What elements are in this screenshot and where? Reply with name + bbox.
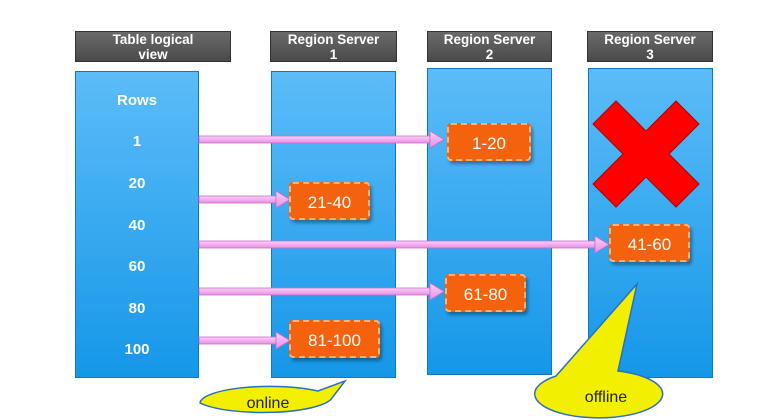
- rows-heading: Rows: [116, 92, 157, 109]
- offline-label: offline: [584, 389, 628, 406]
- header-region-server-1: Region Server 1: [270, 31, 397, 62]
- arrow-rows-21-40: [198, 190, 291, 209]
- row-label-80: 80: [128, 300, 146, 317]
- arrow-rows-1-20: [198, 130, 445, 149]
- arrow-rows-81-100: [198, 331, 291, 350]
- offline-callout: [533, 281, 664, 419]
- online-label: online: [246, 395, 290, 412]
- offline-x-mark-icon: [592, 100, 700, 208]
- region-server-2-column: [427, 68, 552, 375]
- arrow-rows-41-60: [198, 235, 610, 254]
- row-label-60: 60: [128, 258, 146, 275]
- row-label-1: 1: [132, 133, 142, 150]
- range-box-41-60: 41-60: [609, 224, 690, 262]
- range-box-21-40: 21-40: [289, 182, 370, 220]
- row-label-40: 40: [128, 217, 146, 234]
- header-region-server-3: Region Server 3: [587, 31, 713, 62]
- header-region-server-2: Region Server 2: [427, 31, 552, 62]
- range-box-81-100: 81-100: [289, 320, 380, 358]
- row-label-20: 20: [128, 175, 146, 192]
- table-logical-view-column: [75, 71, 199, 378]
- header-table-logical-view: Table logical view: [75, 31, 231, 62]
- row-label-100: 100: [124, 341, 150, 358]
- range-box-61-80: 61-80: [445, 274, 526, 312]
- arrow-rows-61-80: [198, 282, 445, 301]
- range-box-1-20: 1-20: [447, 123, 531, 161]
- online-callout: [199, 379, 348, 414]
